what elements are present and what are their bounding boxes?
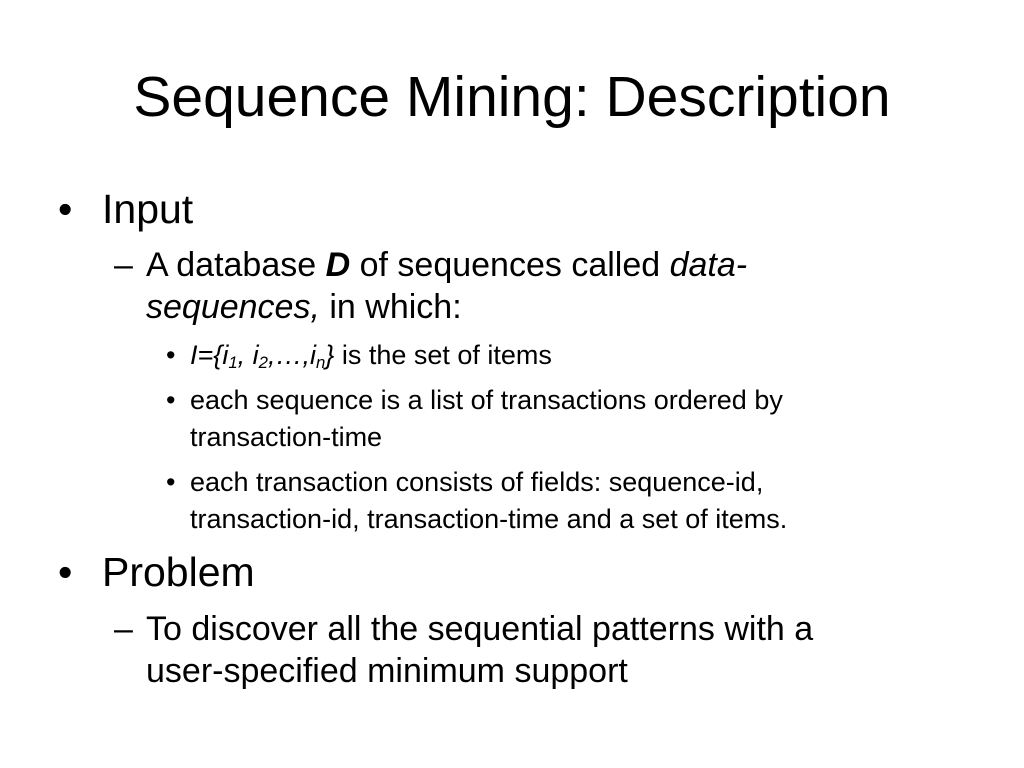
items-var: I xyxy=(190,340,198,370)
db-text-b: of sequences called xyxy=(350,246,670,284)
db-term-data: data- xyxy=(669,246,748,284)
transaction-line-2: transaction-id, transaction-time and a s… xyxy=(190,504,788,534)
sequence-line-2: transaction-time xyxy=(190,422,383,452)
items-close: } xyxy=(325,340,335,370)
items-comma: , xyxy=(237,340,253,370)
sequence-line-1: each sequence is a list of transactions … xyxy=(190,385,783,415)
dash-glyph: – xyxy=(114,610,133,648)
bullet-glyph: • xyxy=(58,186,73,232)
items-rest: is the set of items xyxy=(334,340,552,370)
dash-glyph: – xyxy=(114,246,133,284)
db-term-sequences: sequences, xyxy=(146,288,320,326)
database-line-1: A database D of sequences called data- xyxy=(146,244,747,286)
items-ellipsis: ,…, xyxy=(267,340,310,370)
problem-line-1: To discover all the sequential patterns … xyxy=(146,610,814,648)
bullet-glyph: • xyxy=(166,385,176,415)
item-in: i xyxy=(309,340,316,370)
problem-line-2: user-specified minimum support xyxy=(146,652,628,690)
bullet-glyph: • xyxy=(166,467,176,497)
item-sub-2: 2 xyxy=(258,353,268,373)
item-sub-1: 1 xyxy=(228,353,238,373)
items-eq: ={ xyxy=(197,340,223,370)
db-symbol-d: D xyxy=(325,246,351,284)
problem-heading: Problem xyxy=(102,549,255,595)
item-i1: i xyxy=(222,340,229,370)
db-text-a: A database xyxy=(146,246,326,284)
bullet-glyph: • xyxy=(58,549,73,595)
db-text-c: in which: xyxy=(319,288,462,326)
item-sub-n: n xyxy=(315,353,326,373)
bullet-glyph: • xyxy=(166,340,176,370)
database-line-2: sequences, in which: xyxy=(146,286,462,328)
item-i2: i xyxy=(252,340,259,370)
transaction-line-1: each transaction consists of fields: seq… xyxy=(190,467,764,497)
input-heading: Input xyxy=(102,186,194,232)
slide-title: Sequence Mining: Description xyxy=(133,65,891,129)
items-set-line: I={i1, i2,…,in} is the set of items xyxy=(190,337,552,374)
